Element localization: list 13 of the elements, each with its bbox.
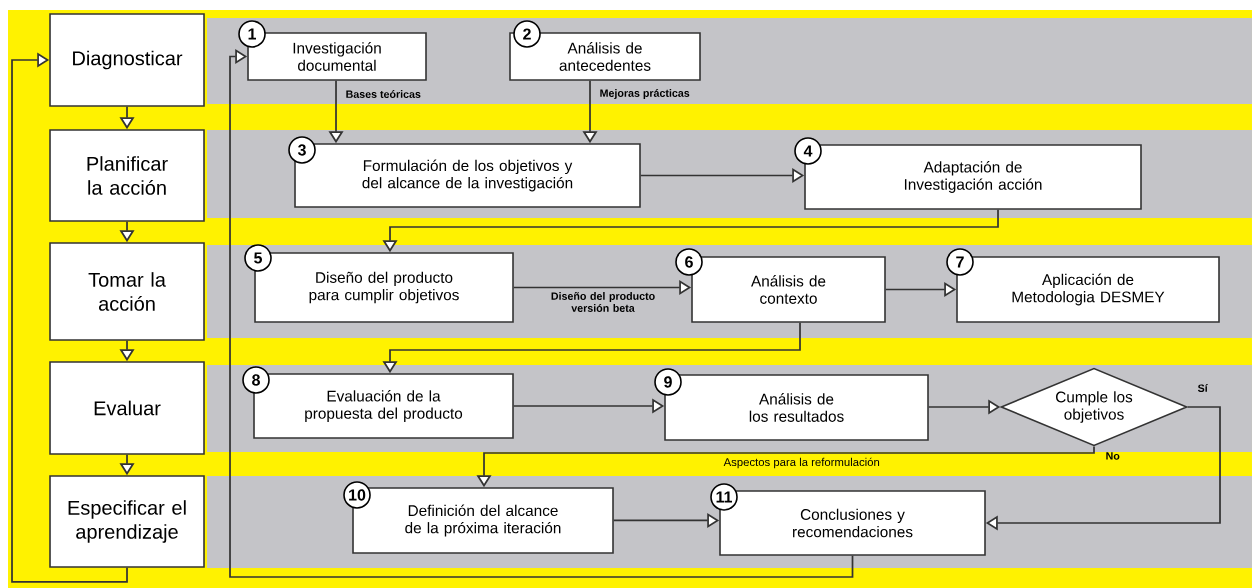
edge-label: Bases teóricas (346, 90, 421, 98)
arrow (229, 48, 854, 578)
arrow (11, 52, 128, 583)
edge-label: Diseño del producto versión beta (551, 292, 655, 312)
phase-box: Diagnosticar (49, 13, 205, 107)
edge-label: No (1106, 452, 1120, 460)
phase-box: Evaluar (49, 361, 205, 455)
phase-box: Tomar la acción (49, 242, 205, 341)
edge-label: Mejoras prácticas (600, 89, 690, 99)
note-text: Aspectos para la reformulación (723, 457, 880, 469)
phase-box: Especificar el aprendizaje (49, 475, 205, 568)
edge-label: Sí (1197, 384, 1208, 392)
phase-box: Planificar la acción (49, 129, 205, 222)
